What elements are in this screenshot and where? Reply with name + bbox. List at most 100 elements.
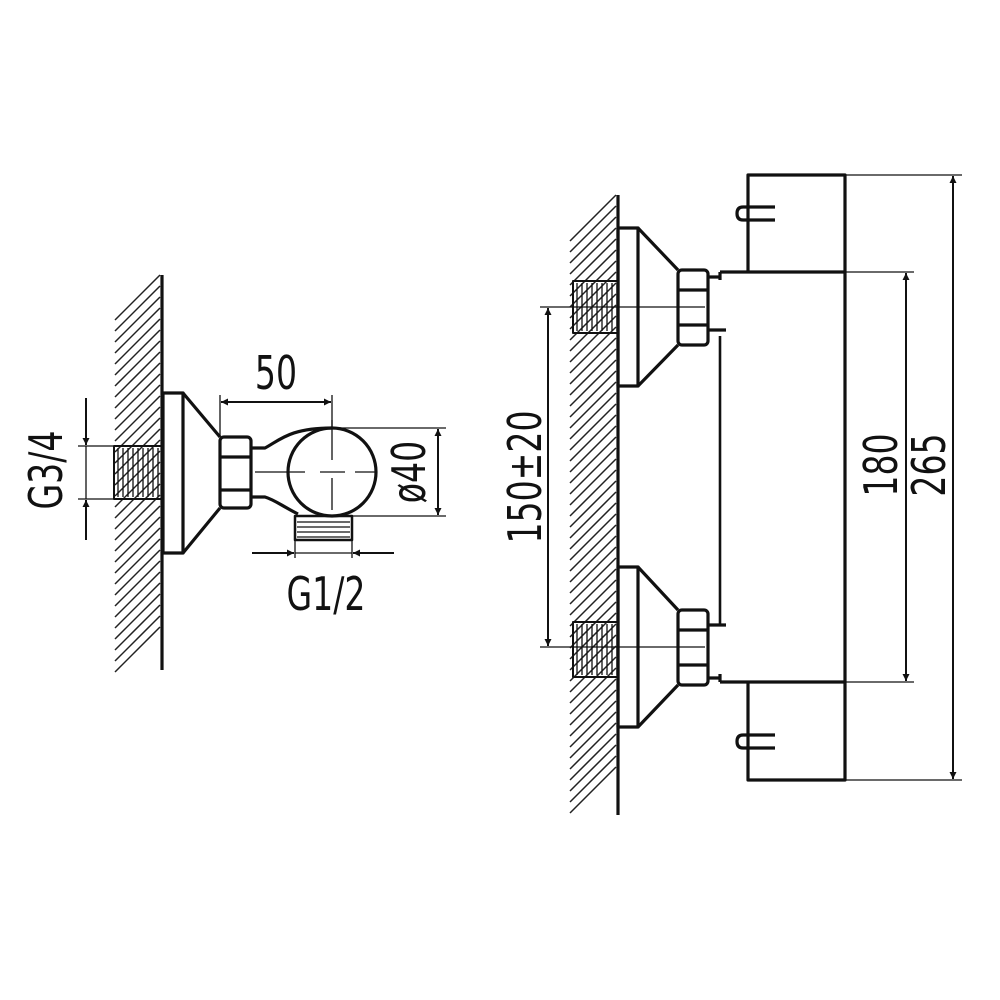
hatch-line <box>569 678 617 726</box>
flange-cone <box>181 391 222 555</box>
hatch-line <box>569 227 617 275</box>
hatch-line <box>114 351 161 398</box>
wall-hatching-right <box>569 194 617 814</box>
hatch-line <box>569 238 617 286</box>
hatch-line <box>569 271 617 319</box>
hatch-line <box>114 494 161 541</box>
hatch-line <box>114 582 161 629</box>
hatch-line <box>569 315 617 363</box>
hatch-line <box>114 340 161 387</box>
hatch-line <box>114 615 161 662</box>
hatch-line <box>569 766 617 814</box>
hatch-line <box>569 656 617 704</box>
body-height-label: 180 <box>856 433 909 496</box>
total-height-label: 265 <box>904 433 957 496</box>
hatch-line <box>114 505 161 552</box>
hatch-line <box>114 571 161 618</box>
dimension-outlet-thread: G1/2 <box>252 540 394 621</box>
hatch-line <box>569 403 617 451</box>
hatch-line <box>569 216 617 264</box>
hatch-line <box>569 348 617 396</box>
hatch-line <box>569 568 617 616</box>
hatch-line <box>569 480 617 528</box>
hatch-line <box>569 249 617 297</box>
hatch-line <box>114 626 161 673</box>
hatch-line <box>569 700 617 748</box>
hatch-line <box>569 689 617 737</box>
hatch-line <box>569 260 617 308</box>
hatch-line <box>114 406 161 453</box>
hatch-line <box>569 612 617 660</box>
dimension-outlet-diameter: ø40 <box>332 427 446 517</box>
hatch-line <box>114 362 161 409</box>
dimension-inlet-spacing: 150±20 <box>500 308 553 646</box>
hatch-line <box>569 370 617 418</box>
hatch-line <box>569 755 617 803</box>
hatch-line <box>114 604 161 651</box>
depth-label: 50 <box>255 348 297 401</box>
hatch-line <box>569 579 617 627</box>
inlet-thread <box>113 445 163 500</box>
hatch-line <box>114 274 161 321</box>
hatch-line <box>569 502 617 550</box>
inlet-thread-label: G3/4 <box>21 431 74 510</box>
hatch-line <box>114 527 161 574</box>
dimension-inlet-thread: G3/4 <box>21 398 114 540</box>
hatch-line <box>569 381 617 429</box>
center-lines <box>255 420 375 510</box>
hatch-line <box>569 590 617 638</box>
hatch-line <box>114 538 161 585</box>
hatch-line <box>569 535 617 583</box>
hatch-line <box>114 560 161 607</box>
front-view: 150±20 180 265 <box>500 173 962 815</box>
hatch-line <box>114 516 161 563</box>
outlet-body <box>251 426 333 516</box>
handle-lever-icon <box>735 733 775 750</box>
hatch-line <box>114 373 161 420</box>
outlet-thread <box>293 514 354 542</box>
hatch-line <box>569 711 617 759</box>
hatch-line <box>569 458 617 506</box>
hatch-line <box>114 285 161 332</box>
inlet-spacing-label: 150±20 <box>500 410 553 543</box>
hatch-line <box>569 359 617 407</box>
outlet-diameter-label: ø40 <box>384 441 437 503</box>
hatch-line <box>114 384 161 431</box>
hex-nut <box>218 435 253 510</box>
hatch-line <box>569 557 617 605</box>
hatch-line <box>569 667 617 715</box>
mixer-body <box>718 270 847 684</box>
hatch-line <box>569 722 617 770</box>
hatch-line <box>569 326 617 374</box>
dimension-body-height: 180 <box>845 271 914 683</box>
hatch-line <box>569 392 617 440</box>
handle-lever-icon <box>735 205 775 222</box>
hatch-line <box>569 491 617 539</box>
hatch-line <box>569 282 617 330</box>
hatch-line <box>569 447 617 495</box>
hatch-line <box>114 395 161 442</box>
hatch-line <box>114 329 161 376</box>
hatch-line <box>569 436 617 484</box>
hatch-line <box>569 601 617 649</box>
hatch-line <box>569 546 617 594</box>
hatch-line <box>114 593 161 640</box>
hatch-line <box>114 296 161 343</box>
hatch-line <box>569 513 617 561</box>
hatch-line <box>569 469 617 517</box>
hatch-line <box>569 524 617 572</box>
wall-flange <box>161 391 185 555</box>
hatch-line <box>569 194 617 242</box>
outlet-thread-label: G1/2 <box>287 569 366 622</box>
hatch-line <box>569 304 617 352</box>
bottom-handle <box>735 682 847 782</box>
hatch-line <box>569 414 617 462</box>
dimension-depth: 50 <box>219 348 333 437</box>
hatch-line <box>569 744 617 792</box>
hatch-line <box>569 645 617 693</box>
hatch-line <box>114 549 161 596</box>
hatch-line <box>114 307 161 354</box>
hatch-line <box>569 337 617 385</box>
top-handle <box>735 173 847 272</box>
